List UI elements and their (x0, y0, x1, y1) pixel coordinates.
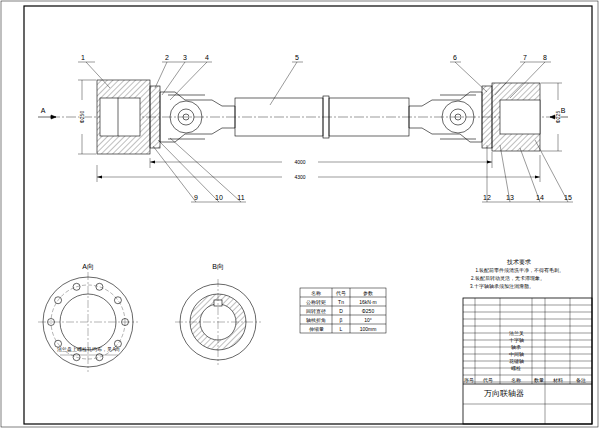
callout-number: 15 (564, 194, 572, 201)
table-cell: 100mm (360, 326, 377, 331)
callout-number: 1 (81, 54, 85, 61)
part-name: 法兰叉 (509, 331, 524, 336)
table-cell: 16kN·m (359, 299, 377, 304)
callout-number: 7 (523, 54, 527, 61)
part-name: 十字轴 (509, 338, 524, 343)
callout-number: 3 (183, 54, 187, 61)
callout-number: 4 (205, 54, 209, 61)
table-cell: Φ250 (362, 308, 374, 313)
parts-list-header: 代号 (483, 378, 493, 383)
table-cell: 回转直径 (306, 308, 326, 313)
dimension: 4300 (292, 175, 307, 180)
dimension: Φ250 (80, 109, 85, 125)
table-cell: β (340, 317, 343, 322)
parts-list-header: 名称 (511, 378, 521, 383)
callout-number: 5 (295, 54, 299, 61)
table-cell: 轴线折角 (306, 317, 326, 322)
table-cell: Tn (338, 299, 344, 304)
callout-number: 14 (536, 194, 544, 201)
callout-number: 6 (453, 54, 457, 61)
table-cell: L (340, 326, 343, 331)
note-text: 2.装配后转动灵活，无卡滞现象。 (471, 277, 545, 282)
callout-number: 12 (483, 194, 491, 201)
parts-list-header: 材料 (553, 378, 563, 383)
table-cell: 参数 (363, 290, 373, 295)
callout-number: 13 (506, 194, 514, 201)
view-label: B向 (212, 263, 224, 270)
callout-number: 8 (543, 54, 547, 61)
view-note: 法兰盘上螺栓孔均布，见A向 (57, 348, 120, 353)
part-name: 螺栓 (511, 366, 521, 371)
parts-list-header: 序号 (464, 378, 474, 383)
parts-list-header: 数量 (534, 378, 544, 383)
table-cell: 名称 (311, 290, 321, 295)
parts-list-header: 备注 (576, 378, 586, 383)
table-cell: 伸缩量 (309, 326, 324, 331)
view-arrow-label: A (41, 107, 46, 114)
table-cell: 10° (364, 317, 372, 322)
table-cell: D (339, 308, 343, 313)
part-name: 轴承 (511, 345, 521, 350)
view-arrow-label: B (561, 107, 566, 114)
callout-number: 10 (215, 194, 223, 201)
note-text: 1.装配前零件须清洗干净，不得有毛刺。 (476, 269, 565, 274)
note-text: 3.十字轴轴承须加注润滑脂。 (470, 285, 534, 290)
callout-number: 9 (194, 194, 198, 201)
part-name: 中间轴 (509, 352, 524, 357)
callout-number: 11 (237, 194, 244, 201)
dimension: 4000 (292, 160, 307, 165)
table-cell: 公称转矩 (306, 299, 326, 304)
notes-heading: 技术要求 (507, 259, 531, 265)
view-label: A向 (82, 263, 94, 270)
dimension: Φ225 (556, 109, 561, 125)
part-name: 花键轴 (509, 359, 524, 364)
drawing-title: 万向联轴器 (484, 390, 524, 398)
callout-number: 2 (165, 54, 169, 61)
table-cell: 代号 (336, 290, 346, 295)
